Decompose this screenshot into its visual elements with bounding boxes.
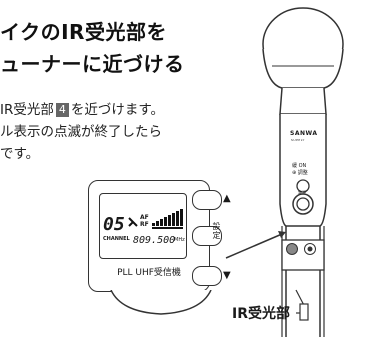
triangle-up-icon: ▲	[223, 193, 231, 204]
lcd-af-label: AF	[140, 214, 149, 221]
receiver-front-panel: 05 CHANNEL AF RF 809.500 MHz PLL UHF受信機	[88, 180, 210, 292]
microphone-switch-label-2: ⊕ 調整	[292, 170, 308, 176]
lcd-frequency: 809.500	[133, 235, 176, 246]
down-button[interactable]: ▼	[192, 266, 231, 286]
microphone-power-label: 電源	[298, 190, 306, 195]
receiver-unit: 05 CHANNEL AF RF 809.500 MHz PLL UHF受信機	[88, 180, 231, 296]
set-button[interactable]	[192, 226, 222, 246]
receiver-stand	[110, 290, 212, 315]
instruction-line-2: ル表示の点滅が終了したら	[0, 124, 162, 140]
microphone-brand-sub: SUPPLY	[291, 138, 305, 142]
instruction-text-a: IR受光部	[0, 102, 54, 118]
microphone-switch-label-1: 緩 ON	[292, 163, 307, 169]
microphone-body-icon	[262, 7, 344, 337]
instruction-line-3: です。	[0, 146, 40, 162]
wireless-microphone: SANWA SUPPLY 緩 ON ⊕ 調整 電源	[252, 4, 362, 337]
up-button[interactable]: ▲	[192, 190, 231, 210]
lcd-channel-number: 05	[103, 214, 125, 235]
triangle-down-icon: ▼	[223, 270, 231, 281]
antenna-icon	[128, 217, 138, 227]
heading-line-1: イクのIR受光部を	[0, 20, 167, 44]
lcd-frequency-unit: MHz	[174, 237, 185, 243]
receiver-lcd-display: 05 CHANNEL AF RF 809.500 MHz	[99, 193, 187, 259]
step-number-badge: 4	[55, 103, 69, 117]
microphone-brand: SANWA	[290, 130, 318, 137]
receiver-model-label: PLL UHF受信機	[117, 268, 181, 278]
lcd-channel-label: CHANNEL	[103, 236, 130, 242]
lcd-rf-label: RF	[140, 221, 149, 228]
instruction-text-b: を近づけます。	[70, 102, 165, 118]
signal-level-bars-icon	[152, 209, 183, 229]
set-button-label: 設定	[212, 222, 221, 240]
ir-receiver-callout-label: IR受光部	[232, 306, 290, 322]
heading-line-2: ューナーに近づける	[0, 52, 185, 76]
